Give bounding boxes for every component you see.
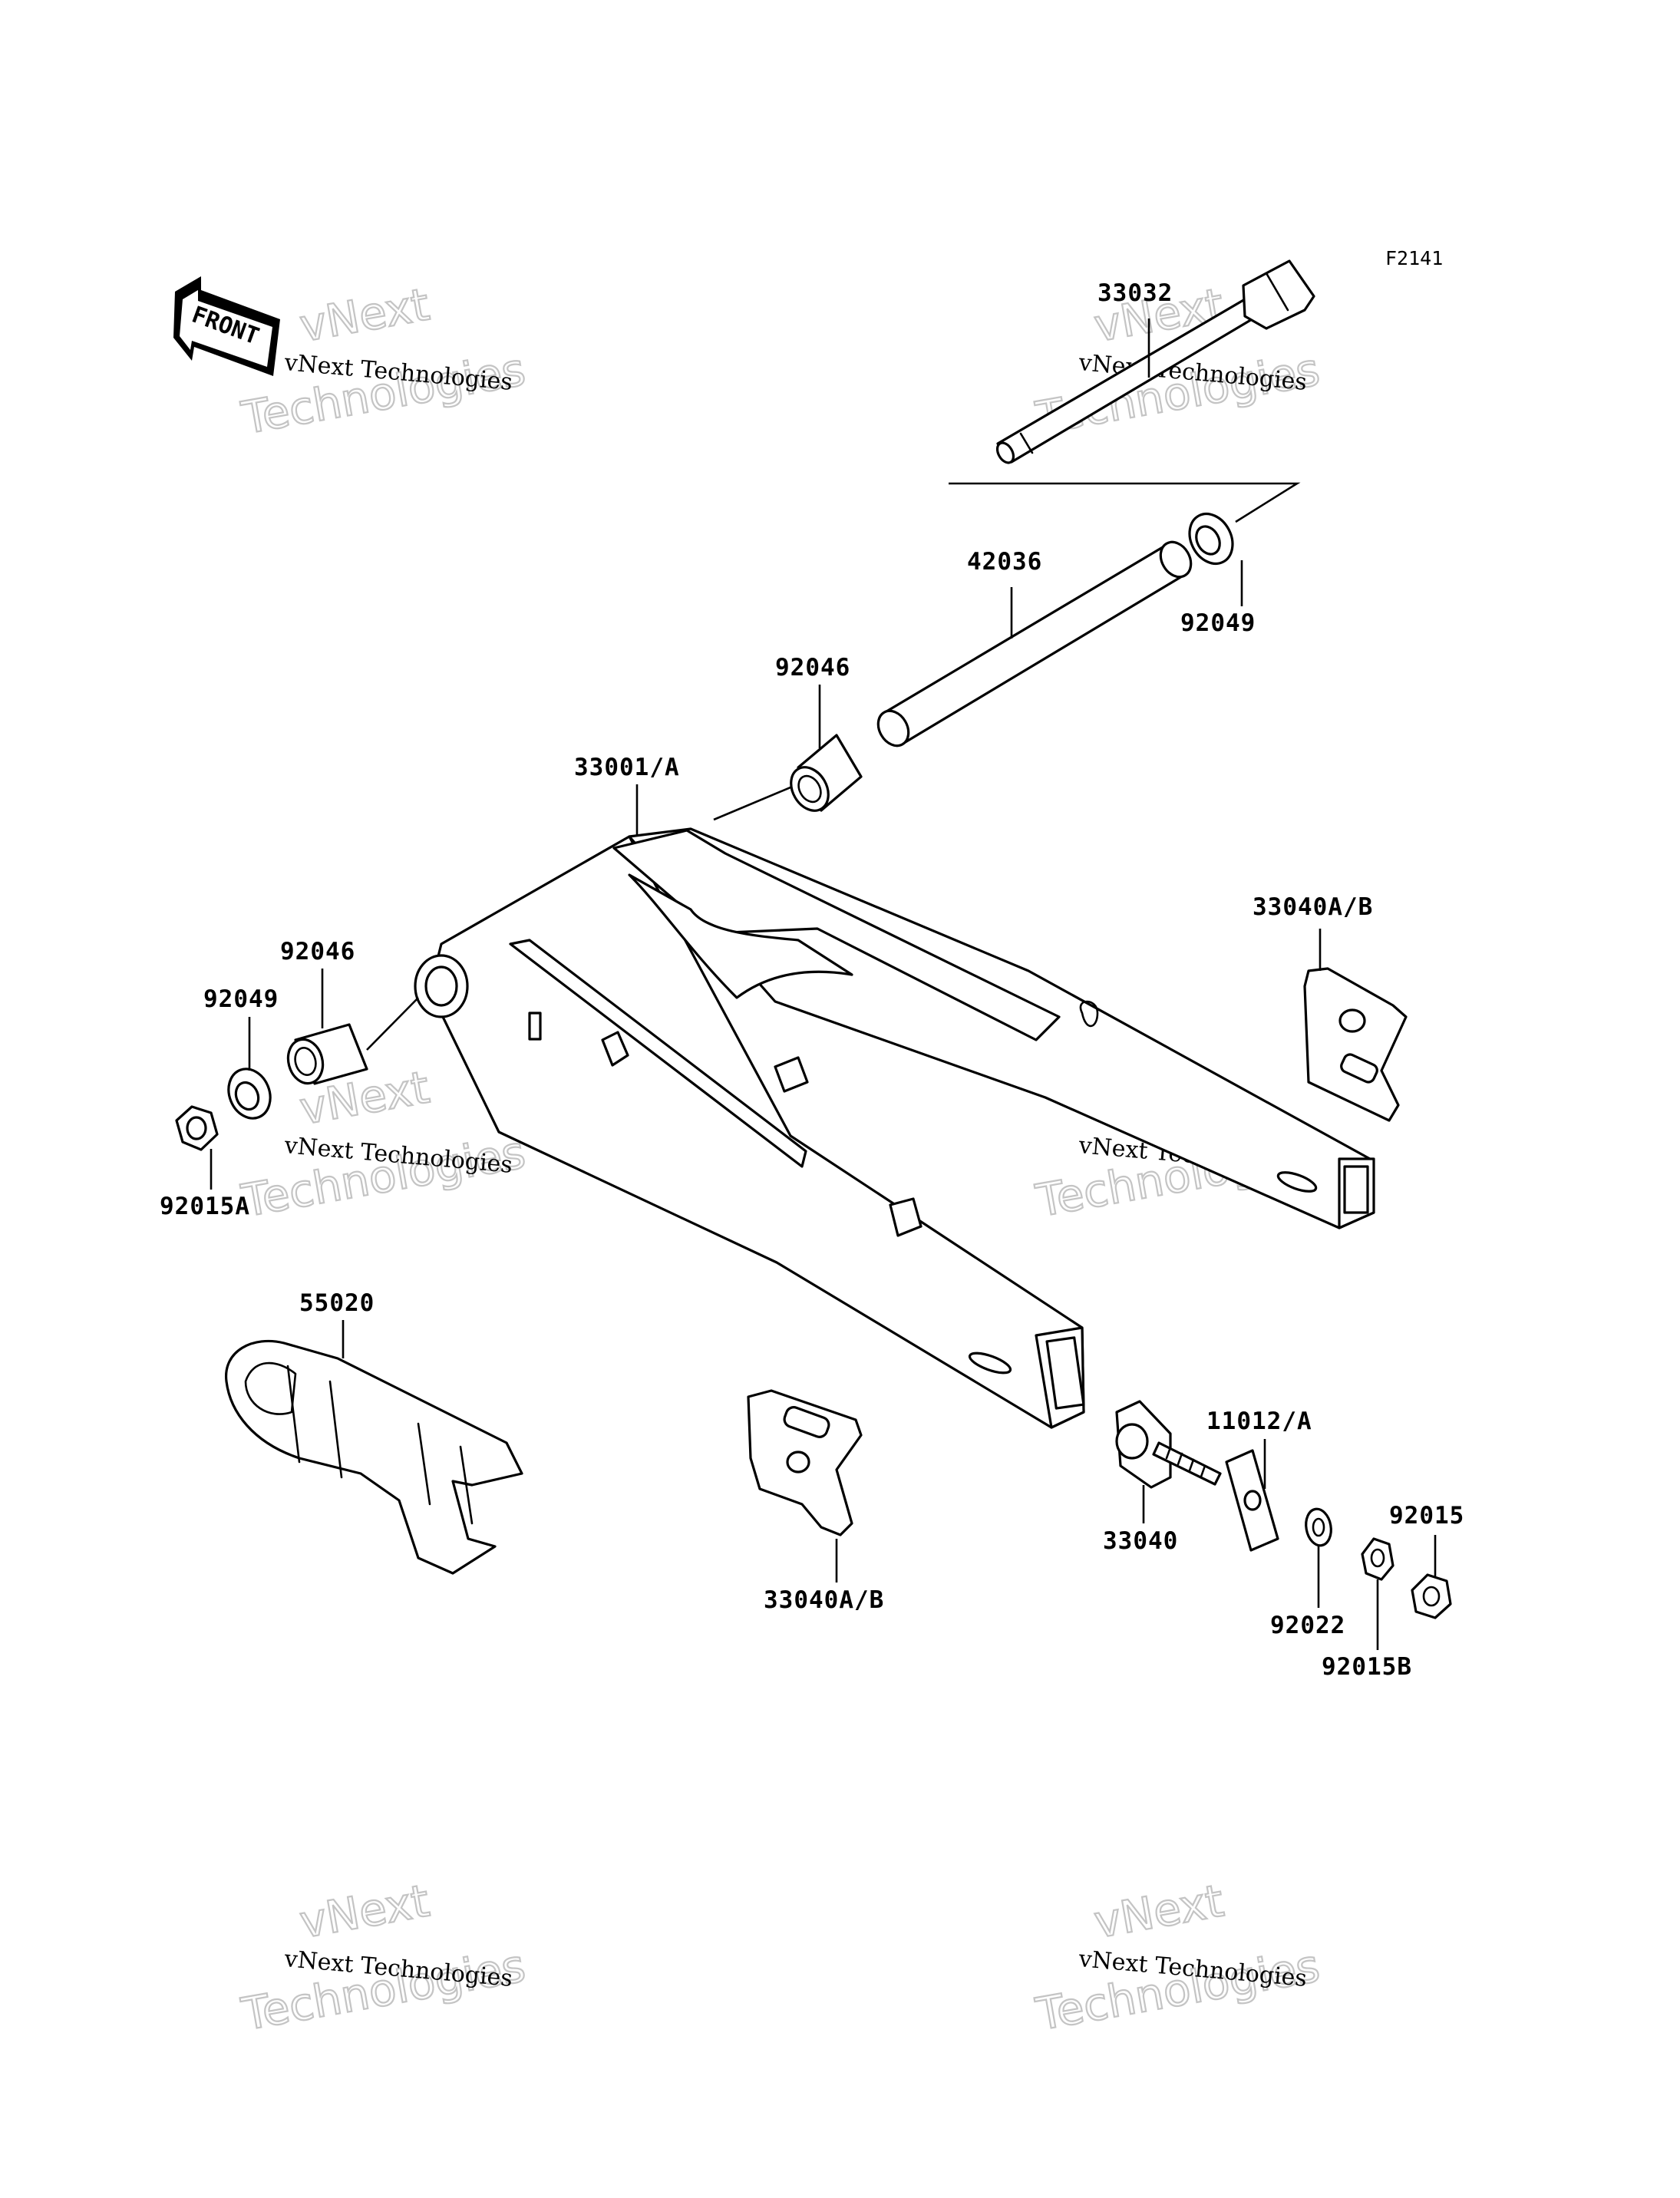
washer-92022 (1305, 1507, 1332, 1547)
leader-lines (210, 318, 1437, 1650)
watermark-bottom-right: vNext Technologies vNext Technologies (1031, 1873, 1325, 2041)
watermark-big-vnext: vNext (1091, 1874, 1228, 1948)
watermark-big-vnext: vNext (296, 1874, 434, 1948)
callout-33001: 33001/A (574, 754, 680, 781)
callout-92015A: 92015A (160, 1193, 250, 1220)
watermark-big-vnext: vNext (296, 278, 434, 351)
callout-55020: 55020 (299, 1289, 375, 1317)
collar-42036 (876, 540, 1193, 748)
bearing-92046-left (286, 1023, 368, 1085)
callout-33032: 33032 (1097, 279, 1173, 307)
watermark-bottom-left: vNext Technologies vNext Technologies (237, 1873, 530, 2041)
watermark-mid-left: vNext Technologies vNext Technologies (237, 1060, 530, 1228)
adjuster-33040 (1115, 1400, 1222, 1489)
axis-line (713, 786, 791, 821)
nut-92015B (1361, 1537, 1394, 1581)
callout-33040AB-bottom: 33040A/B (764, 1586, 884, 1614)
callout-92046-top: 92046 (775, 654, 850, 682)
watermark-top-left: vNext Technologies vNext Technologies (237, 277, 530, 445)
pivot-bolt-33032 (995, 259, 1315, 464)
callout-92015: 92015 (1389, 1502, 1464, 1530)
callout-11012: 11012/A (1206, 1408, 1312, 1435)
chain-guide-55020 (225, 1339, 523, 1575)
swingarm-33001 (414, 827, 1375, 1429)
cap-92049-top (1188, 512, 1234, 566)
callout-33040: 33040 (1103, 1527, 1178, 1555)
callout-92015B: 92015B (1322, 1653, 1412, 1681)
callout-92049-top: 92049 (1180, 609, 1256, 637)
callout-92049-left: 92049 (203, 985, 279, 1013)
bearing-92046-top (790, 734, 863, 812)
nut-92015 (1411, 1573, 1452, 1619)
callout-33040AB-right: 33040A/B (1253, 893, 1373, 921)
callout-92022: 92022 (1270, 1612, 1345, 1639)
adjuster-33040AB-right (1303, 967, 1408, 1122)
front-arrow-icon: FRONT (173, 276, 280, 376)
figure-code: F2141 (1385, 247, 1443, 269)
plate-11012 (1225, 1449, 1279, 1552)
cap-92049-left (227, 1068, 272, 1120)
callout-42036: 42036 (967, 548, 1042, 576)
axis-line (366, 997, 419, 1051)
adjuster-33040AB-bottom (747, 1389, 863, 1536)
bracket-line (949, 482, 1301, 523)
callout-92046-left: 92046 (280, 938, 355, 965)
nut-92015A (175, 1105, 219, 1151)
